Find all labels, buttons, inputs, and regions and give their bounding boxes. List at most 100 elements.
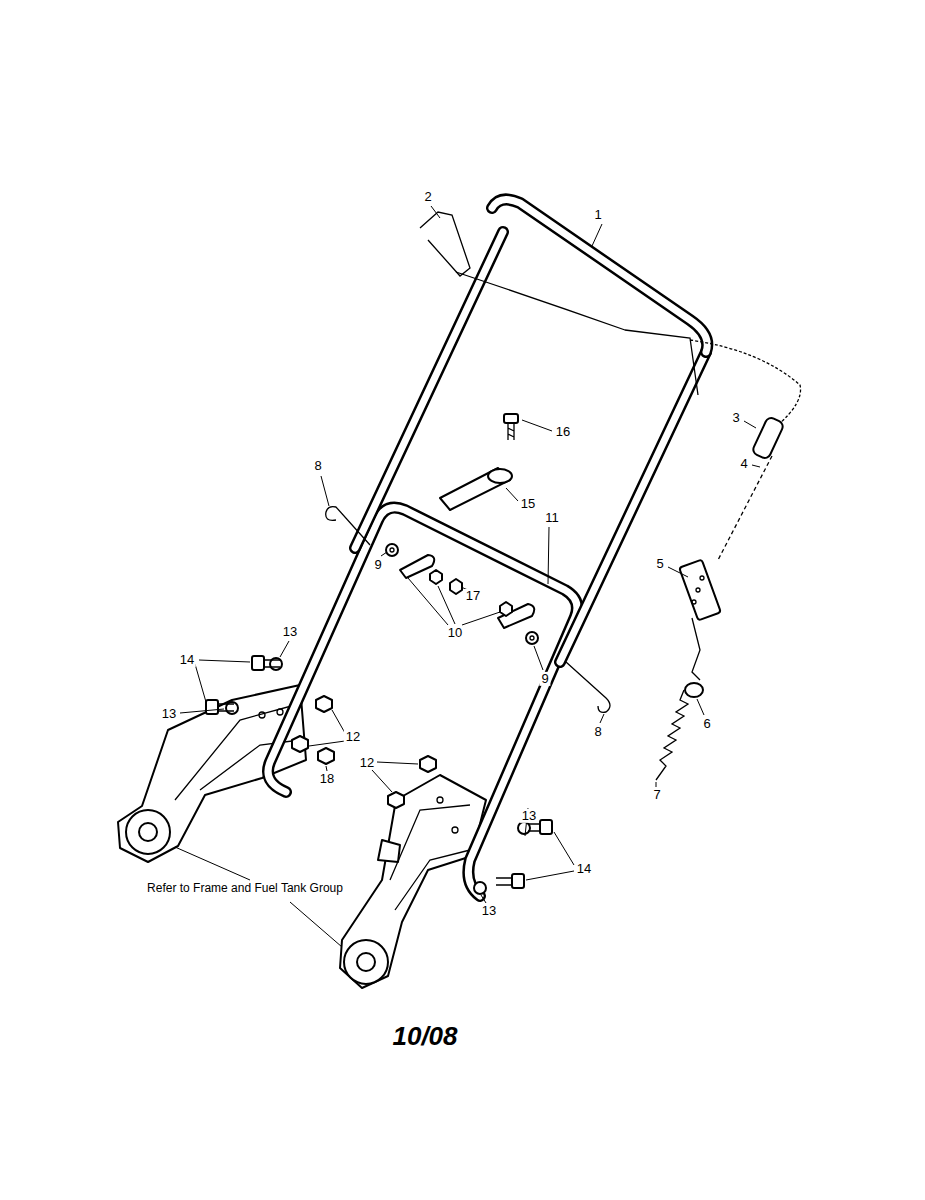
cable-plate <box>692 618 700 680</box>
callout-number: 17 <box>464 589 482 603</box>
lower-handle <box>268 508 577 896</box>
leader-line <box>744 421 756 428</box>
operator-bail <box>690 340 801 425</box>
leader-line <box>548 527 549 584</box>
cable-bracket <box>488 469 512 483</box>
callout-number: 3 <box>730 411 741 425</box>
callout-number: 8 <box>592 725 603 739</box>
callout-number: 4 <box>738 457 749 471</box>
callout-number: 1 <box>592 208 603 222</box>
lower-handle <box>268 508 577 896</box>
leader-line <box>309 710 345 746</box>
reference-note: Refer to Frame and Fuel Tank Group <box>145 882 345 895</box>
callout-number: 8 <box>312 459 323 473</box>
control-cable <box>718 456 772 560</box>
callout-number: 13 <box>281 625 299 639</box>
upper-handle <box>355 199 707 662</box>
callout-number: 7 <box>651 788 662 802</box>
washer <box>390 548 394 552</box>
hex-nut <box>316 696 332 712</box>
leader-line <box>372 762 418 792</box>
cable-plate <box>679 560 721 680</box>
leader-line <box>481 895 486 903</box>
leader-line <box>522 420 552 431</box>
left-handle-bracket <box>277 709 283 715</box>
j-bolt <box>326 507 610 713</box>
operator-bail <box>456 272 698 395</box>
callout-number: 9 <box>539 672 550 686</box>
upper-handle <box>560 352 706 662</box>
upper-handle <box>492 199 707 352</box>
leader-line <box>431 206 440 218</box>
hex-bolt <box>264 660 280 667</box>
hex-nut <box>450 579 462 594</box>
callout-number: 10 <box>446 626 464 640</box>
callout-number: 14 <box>575 862 593 876</box>
leader-line <box>668 567 688 577</box>
leader-line <box>526 832 574 880</box>
bolt <box>504 414 518 440</box>
washer <box>526 632 538 644</box>
right-handle-bracket <box>344 940 388 984</box>
cable-plate <box>696 588 700 592</box>
cable-ring <box>685 683 703 697</box>
handle-knob <box>400 555 534 628</box>
callout-number: 13 <box>520 809 538 823</box>
cable-plate <box>679 560 721 621</box>
callout-number: 18 <box>318 772 336 786</box>
leader-line <box>180 709 224 713</box>
leader-line <box>600 714 604 723</box>
leader-line <box>506 488 518 501</box>
lower-handle <box>268 508 577 896</box>
upper-handle <box>492 199 707 352</box>
hex-bolt <box>252 656 264 670</box>
callout-number: 13 <box>480 904 498 918</box>
right-handle-bracket <box>437 797 443 803</box>
leader-line <box>175 847 342 947</box>
bolt <box>504 414 518 423</box>
callout-number: 12 <box>358 756 376 770</box>
extension-spring <box>656 690 688 780</box>
leader-line <box>656 782 657 787</box>
control-cable <box>718 456 772 560</box>
leader-line <box>326 766 327 771</box>
hex-bolt <box>218 704 234 711</box>
j-bolt <box>566 662 610 712</box>
leader-line <box>381 552 387 556</box>
cable-bracket <box>440 468 512 510</box>
left-handle-bracket <box>126 810 170 854</box>
upper-handle <box>355 232 503 548</box>
leader-line <box>280 641 289 657</box>
callout-number: 13 <box>160 707 178 721</box>
callout-number: 15 <box>519 497 537 511</box>
leader-line <box>534 646 543 670</box>
date-stamp: 10/08 <box>390 1022 459 1051</box>
hex-nut <box>292 696 436 808</box>
washer <box>474 882 486 894</box>
cable-ring <box>685 683 703 697</box>
handle-knob <box>430 570 442 584</box>
leader-line <box>175 206 760 947</box>
callout-number: 5 <box>654 557 665 571</box>
washer <box>386 544 538 644</box>
hex-nut <box>292 736 308 752</box>
hex-bolt <box>512 874 524 888</box>
washer <box>530 636 534 640</box>
callout-number: 2 <box>422 190 433 204</box>
callout-number: 9 <box>372 558 383 572</box>
callout-number: 14 <box>178 653 196 667</box>
hex-bolt <box>540 820 552 834</box>
leader-line <box>697 699 704 715</box>
hex-bolt <box>206 700 218 714</box>
handle-knob <box>500 602 512 616</box>
leader-line <box>321 476 329 506</box>
washer <box>226 658 530 894</box>
left-handle-bracket <box>259 712 265 718</box>
left-handle-bracket <box>118 685 306 862</box>
callout-number: 11 <box>543 511 561 525</box>
leader-line <box>592 224 602 246</box>
washer <box>386 544 398 556</box>
bolt <box>508 423 514 440</box>
